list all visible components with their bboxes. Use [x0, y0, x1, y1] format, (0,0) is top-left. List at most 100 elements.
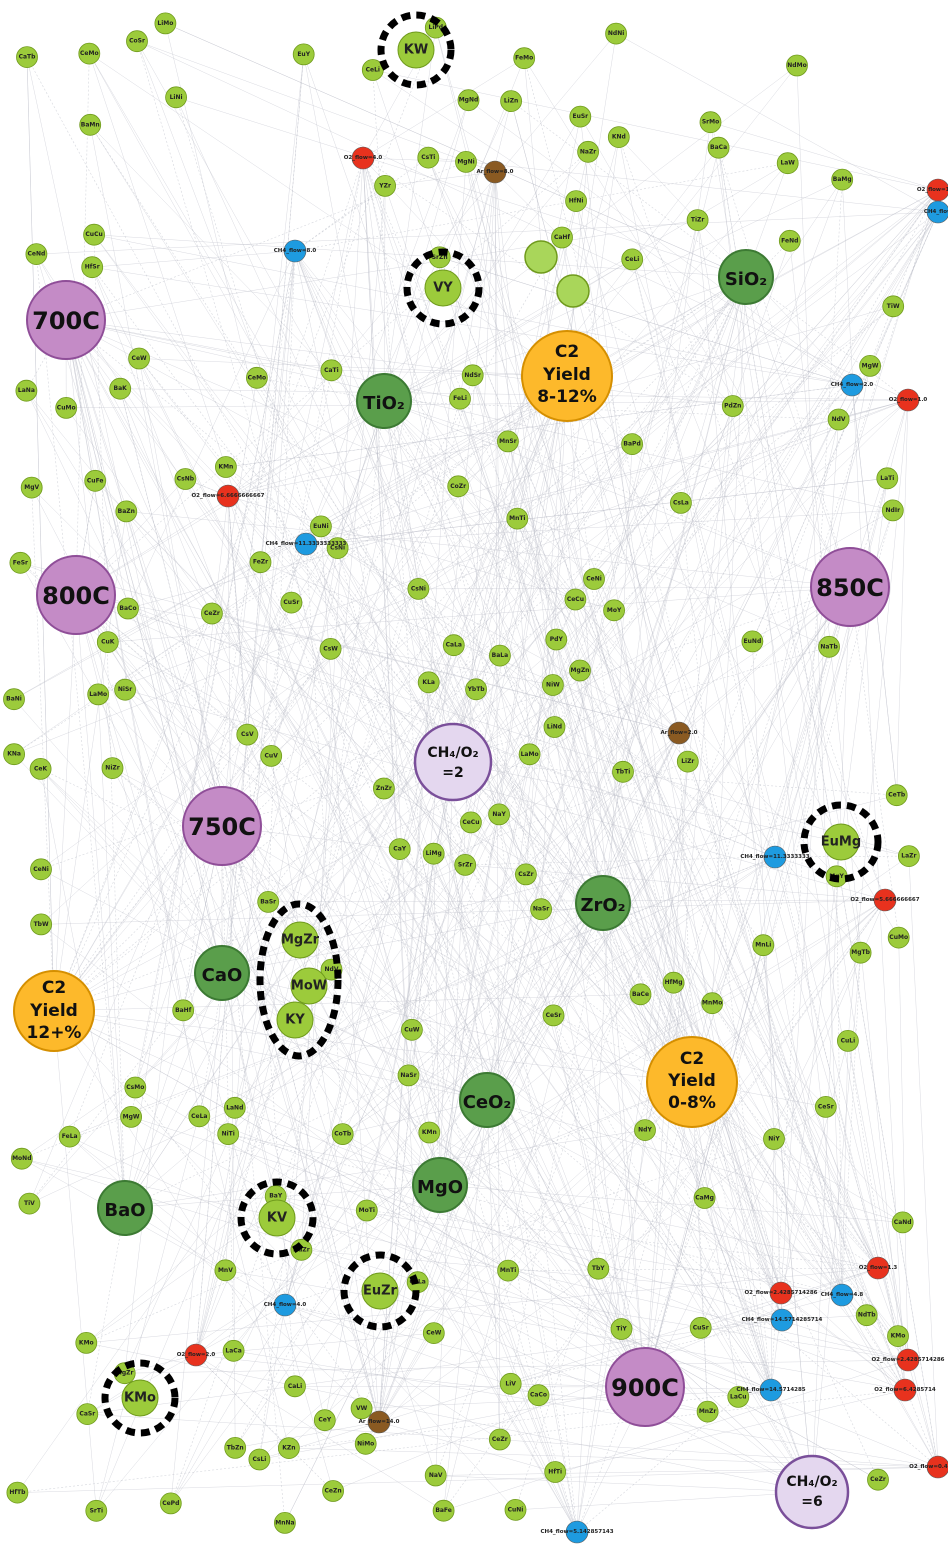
material-node-label: MgV — [24, 484, 39, 491]
network-edge — [433, 853, 646, 1388]
material-node-circle — [75, 1332, 98, 1354]
network-edge — [644, 478, 888, 1388]
network-edge — [53, 147, 719, 1012]
network-edge — [136, 41, 646, 1388]
network-edge — [525, 211, 939, 875]
material-node: NdSr — [461, 364, 484, 387]
network-edge — [170, 586, 851, 1504]
network-edge — [130, 250, 296, 1117]
condition-node-label: O2_flow=6.4285714 — [874, 1387, 936, 1393]
network-edge — [331, 375, 568, 970]
material-node: BaCa — [707, 136, 730, 159]
material-node-label: NdY — [638, 1127, 652, 1134]
material-node-label: LaCu — [730, 1393, 747, 1400]
network-edge — [294, 250, 576, 600]
network-edge — [499, 899, 886, 1440]
material-node-label: NiMo — [357, 1440, 374, 1447]
network-edge — [126, 511, 693, 1083]
network-edge — [631, 259, 879, 1269]
material-node-label: CeSr — [546, 1012, 562, 1019]
network-edge — [458, 486, 680, 734]
material-node-label: CeMo — [80, 50, 99, 57]
network-edge — [127, 608, 776, 858]
network-edge — [383, 400, 851, 588]
material-node: CuMo — [55, 396, 78, 419]
network-edge — [452, 137, 620, 763]
material-node: SrZr — [454, 854, 477, 876]
material-node-circle — [188, 1105, 211, 1128]
network-edge — [593, 578, 693, 1083]
network-edge — [75, 594, 290, 1449]
material-node-label: HfTi — [548, 1469, 562, 1476]
network-edge — [472, 375, 604, 904]
network-edge — [752, 641, 783, 1321]
material-node-circle — [515, 863, 537, 886]
network-edge — [53, 602, 292, 1012]
condition-node: O2_flow=6.6666666667 — [192, 484, 265, 508]
network-edge — [221, 972, 441, 1186]
material-node-label: CeW — [132, 355, 147, 362]
material-node-label: CoSr — [129, 38, 145, 45]
network-edge — [271, 189, 939, 757]
network-edge — [284, 1304, 434, 1334]
yield-label-line2: Yield — [667, 1071, 716, 1091]
material-node: NiMo — [354, 1432, 377, 1455]
material-node: BaFe — [432, 1499, 455, 1522]
material-node-circle — [543, 716, 566, 738]
network-edge — [31, 487, 909, 1361]
condition-node: O2_flow=2.4285714286 — [745, 1281, 818, 1305]
highlighted-node-vy: VY — [403, 248, 483, 328]
material-node: CsV — [236, 723, 259, 746]
condition-node: Ar_flow=2.0 — [660, 721, 698, 745]
network-edge — [40, 768, 693, 1083]
material-node-circle — [9, 551, 32, 574]
material-node-label: CaCo — [530, 1392, 547, 1399]
network-edge — [75, 594, 909, 857]
material-node-label: MnV — [218, 1267, 233, 1274]
material-node-label: PdZn — [724, 403, 741, 410]
network-edge — [65, 319, 441, 1186]
temperature-node-700c: 700C — [26, 280, 106, 360]
material-node-label: FeSr — [13, 559, 28, 566]
network-edge — [305, 100, 512, 545]
ratio-node-2: CH₄/O₂ =2 — [413, 722, 493, 802]
material-node-label: MgNi — [457, 158, 474, 165]
material-node-label: CsLi — [252, 1456, 266, 1463]
material-node-circle — [16, 46, 38, 68]
network-edge — [53, 994, 641, 1012]
material-node-label: LiZr — [681, 758, 694, 765]
network-edge — [294, 250, 500, 815]
network-edge — [378, 1421, 556, 1473]
network-edge — [770, 1138, 775, 1391]
material-node-label: CsNi — [411, 585, 426, 592]
network-edge — [53, 306, 894, 1012]
condition-node: O2_flow=5.666666667 — [850, 888, 920, 912]
material-node: MgW — [120, 1106, 143, 1128]
network-edge — [199, 902, 604, 1117]
material-node-label: CeNi — [33, 866, 49, 873]
network-edge — [221, 825, 362, 1409]
material-node-label: TbW — [34, 921, 49, 928]
network-edge — [195, 1354, 290, 1449]
condition-node-circle — [926, 200, 948, 224]
oxide-node-mgo: MgO — [412, 1157, 468, 1213]
network-edge — [362, 157, 413, 1030]
network-edge — [507, 441, 782, 1294]
network-edge — [65, 319, 200, 1117]
material-node: MoNd — [10, 1147, 33, 1170]
network-edge — [92, 266, 853, 386]
material-node-label: BaSr — [260, 898, 276, 905]
network-edge — [428, 157, 939, 213]
yield-label-line1: C2 — [42, 978, 66, 998]
network-edge — [65, 319, 332, 371]
material-node-circle — [827, 408, 850, 431]
network-edge — [411, 211, 939, 1030]
material-node-circle — [542, 674, 564, 696]
material-node-label: CuV — [265, 752, 279, 759]
material-node: NiZr — [101, 757, 124, 779]
material-node-label: BaK — [114, 385, 128, 392]
material-node-circle — [676, 750, 699, 773]
material-node: CuCu — [83, 223, 105, 246]
network-edge — [301, 157, 364, 1250]
material-node: CeW — [422, 1322, 445, 1344]
